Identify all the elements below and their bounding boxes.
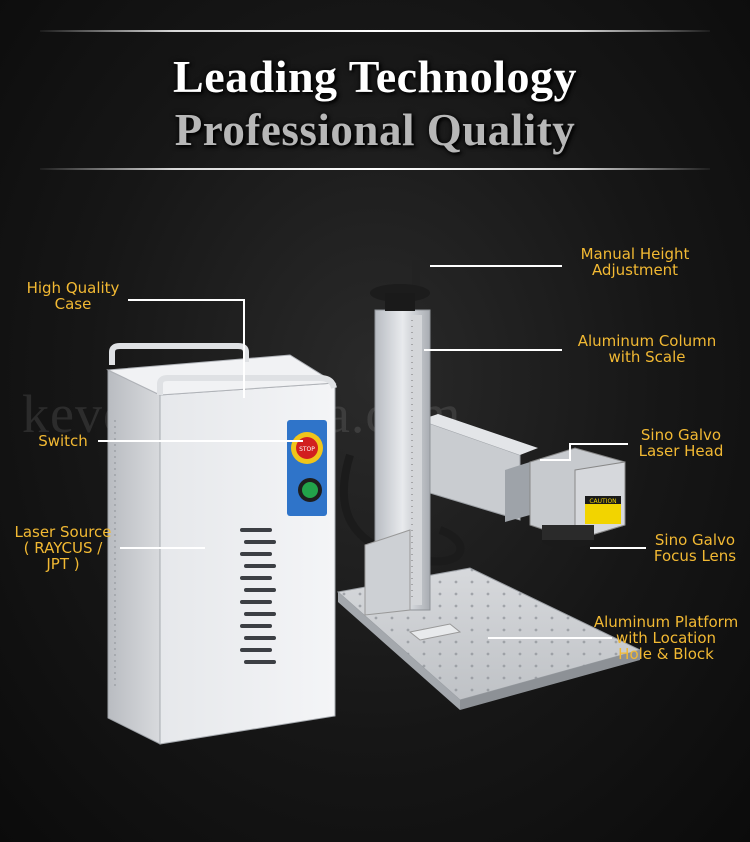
callout-sino-galvo-head: Sino Galvo Laser Head (626, 427, 736, 459)
aluminum-column (364, 309, 431, 616)
callout-switch: Switch (28, 433, 98, 449)
callout-text: High Quality (26, 279, 120, 297)
height-knob (370, 260, 430, 311)
callout-high-quality-case: High Quality Case (14, 280, 132, 312)
callout-text: ( RAYCUS / (23, 539, 103, 557)
callout-text: Focus Lens (653, 547, 737, 565)
callout-text: Manual Height (580, 245, 690, 263)
callout-laser-source: Laser Source ( RAYCUS / JPT ) (4, 524, 122, 572)
callout-text: JPT ) (46, 555, 80, 573)
callout-text: Laser Source (14, 523, 112, 541)
emergency-stop-button (296, 437, 318, 459)
power-switch-button (302, 482, 318, 498)
callout-text: Case (54, 295, 92, 313)
callout-text: Aluminum Column (577, 332, 717, 350)
callout-aluminum-platform: Aluminum Platform with Location Hole & B… (584, 614, 748, 662)
headline-line-2: Professional Quality (174, 105, 576, 155)
top-divider (40, 30, 710, 32)
callout-text: Switch (38, 432, 88, 450)
callout-text: with Location (615, 629, 717, 647)
headline-line-1: Leading Technology (173, 51, 577, 102)
callout-text: Aluminum Platform (593, 613, 739, 631)
bottom-divider (40, 168, 710, 170)
galvo-laser-head: CAUTION (505, 447, 626, 548)
callout-aluminum-column: Aluminum Column with Scale (562, 333, 732, 365)
caution-sticker: CAUTION (589, 498, 616, 505)
callout-text: Sino Galvo (640, 426, 722, 444)
callout-text: Adjustment (591, 261, 679, 279)
callout-sino-galvo-lens: Sino Galvo Focus Lens (643, 532, 747, 564)
callout-manual-height: Manual Height Adjustment (560, 246, 710, 278)
callout-text: Laser Head (638, 442, 724, 460)
stop-button-label: STOP (299, 446, 315, 453)
callout-text: with Scale (608, 348, 686, 366)
laser-source-case: STOP (106, 343, 337, 745)
callout-text: Sino Galvo (654, 531, 736, 549)
leader-sino-galvo-head (540, 443, 628, 461)
callout-text: Hole & Block (618, 645, 714, 663)
leader-high-quality-case (128, 299, 245, 398)
